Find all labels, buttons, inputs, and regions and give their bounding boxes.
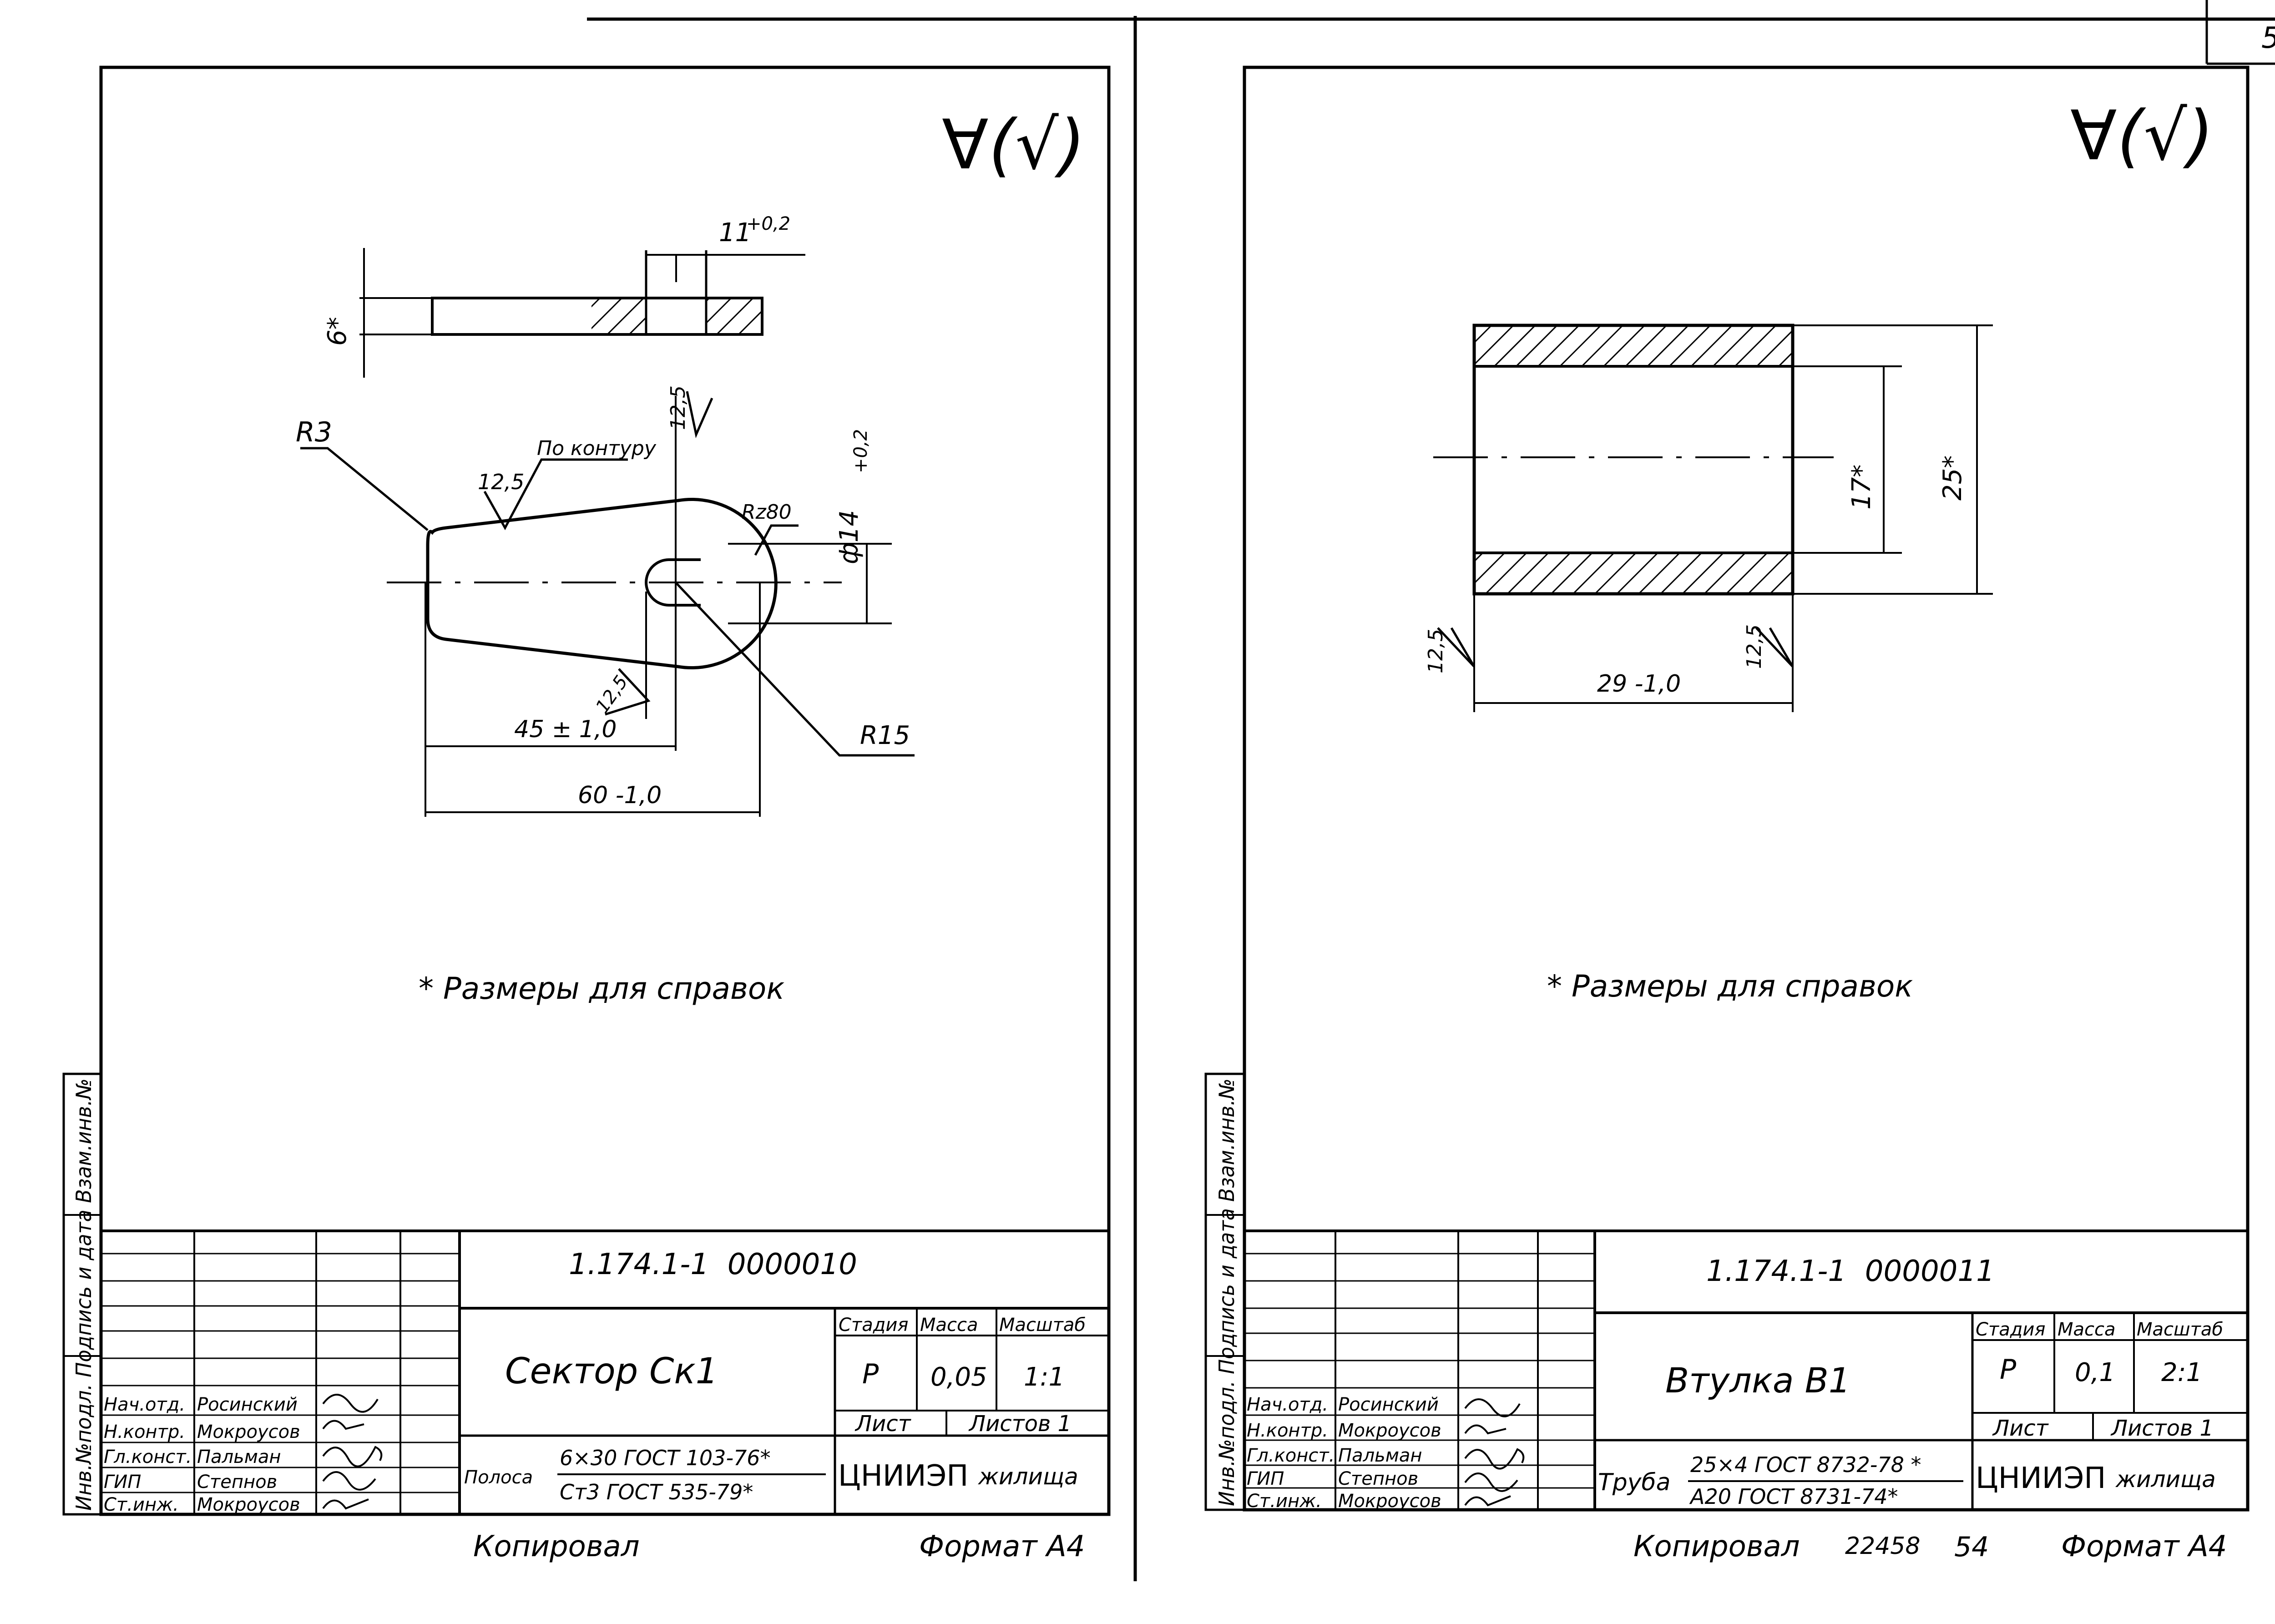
- left-part-name: Сектор Ск1: [505, 1351, 718, 1392]
- right-org-rest: жилища: [2115, 1466, 2216, 1492]
- left-row-name: Росинский: [197, 1394, 298, 1415]
- left-side-label: Инв.№подл. Подпись и дата Взам.инв.№: [71, 1078, 96, 1511]
- right-stage: Р: [2000, 1354, 2017, 1386]
- bushing-section: 17* 25* 29 -1,0 12,5 12,5: [1424, 324, 1993, 712]
- dim-inner-d: 17*: [1847, 465, 1876, 510]
- rough-hole-vert: 12,5: [667, 385, 690, 430]
- left-col-mass: Масса: [920, 1315, 978, 1336]
- right-row-name: Пальман: [1338, 1445, 1422, 1466]
- right-material-bottom: А20 ГОСТ 8731-74*: [1689, 1484, 1898, 1509]
- left-row-name: Мокроусов: [197, 1422, 300, 1442]
- right-copy-page: 54: [1954, 1531, 1989, 1563]
- right-part-name: Втулка В1: [1665, 1360, 1850, 1401]
- right-frame: [1243, 66, 2250, 1512]
- right-row-name: Мокроусов: [1338, 1420, 1441, 1441]
- left-sheet: Инв.№подл. Подпись и дата Взам.инв.№ ∀(√…: [62, 66, 1111, 1563]
- sheet-edges: [587, 0, 2275, 1581]
- left-row-name: Мокроусов: [197, 1494, 300, 1515]
- left-col-stage: Стадия: [839, 1315, 908, 1336]
- right-row-role: Н.контр.: [1247, 1420, 1328, 1441]
- right-note: * Размеры для справок: [1547, 969, 1913, 1004]
- left-mass: 0,05: [930, 1362, 987, 1392]
- right-material-prefix: Труба: [1598, 1469, 1670, 1496]
- left-org-rest: жилища: [978, 1463, 1078, 1490]
- right-material-top: 25×4 ГОСТ 8732-78 *: [1690, 1452, 1921, 1477]
- dim-len45: 45 ± 1,0: [514, 716, 617, 743]
- right-mass: 0,1: [2075, 1358, 2115, 1387]
- left-copied-by: Копировал: [473, 1530, 640, 1563]
- left-sheet-label: Лист: [854, 1411, 912, 1437]
- right-roughness-symbol: ∀(√): [2070, 96, 2214, 176]
- left-material-prefix: Полоса: [464, 1467, 533, 1488]
- dim-hole-width-tol: +0,2: [746, 213, 790, 234]
- left-stage: Р: [862, 1358, 879, 1390]
- left-title-block: 1.174.1-1 0000010 Сектор Ск1 Стадия Масс…: [101, 1229, 1109, 1515]
- left-side-stamp: Инв.№подл. Подпись и дата Взам.инв.№: [62, 1073, 102, 1516]
- right-col-scale: Масштаб: [2137, 1319, 2223, 1340]
- rough-left-end: 12,5: [1424, 629, 1447, 673]
- left-scale: 1:1: [1024, 1362, 1065, 1392]
- right-row-role: ГИП: [1247, 1468, 1284, 1489]
- right-sheets-label: Листов 1: [2110, 1416, 2214, 1441]
- rough-inner: 12,5: [592, 672, 632, 717]
- left-signatures: [322, 1394, 383, 1510]
- right-row-role: Гл.конст.: [1247, 1445, 1335, 1466]
- left-row-role: Ст.инж.: [104, 1494, 179, 1515]
- left-roughness-symbol: ∀(√): [942, 106, 1085, 185]
- dim-outer-d: 25*: [1938, 455, 1967, 501]
- right-title-block: 1.174.1-1 0000011 Втулка В1 Стадия Масса…: [1244, 1229, 2248, 1512]
- dim-r3: R3: [296, 416, 332, 448]
- right-sheet-label: Лист: [1992, 1416, 2049, 1441]
- rough-contour-label: По контуру: [537, 437, 657, 460]
- right-format: Формат А4: [2061, 1530, 2227, 1563]
- left-row-role: Нач.отд.: [104, 1394, 185, 1415]
- right-copy-number: 22458: [1845, 1533, 1920, 1560]
- left-note: * Размеры для справок: [419, 971, 784, 1006]
- right-signatures: [1464, 1398, 1525, 1507]
- right-side-label: Инв.№подл. Подпись и дата Взам.инв.№: [1214, 1078, 1239, 1506]
- page-number: 53: [2261, 21, 2275, 55]
- dim-thickness: 6*: [323, 317, 352, 346]
- rough-rz80: Rz80: [742, 501, 792, 524]
- sector-front-view: ф14 +0,2 R3 R15 12,5 По контуру 12,5 Rz8…: [296, 385, 915, 817]
- left-sheets-label: Листов 1: [968, 1411, 1072, 1437]
- plate-top-view: 6* 11 +0,2: [323, 213, 805, 378]
- right-copied-by: Копировал: [1633, 1530, 1800, 1563]
- right-sheet: Инв.№подл. Подпись и дата Взам.инв.№ ∀(√…: [1204, 66, 2250, 1563]
- dim-diameter: ф14: [834, 510, 864, 564]
- right-row-name: Росинский: [1338, 1394, 1439, 1415]
- right-row-name: Мокроусов: [1338, 1491, 1441, 1512]
- left-row-role: Гл.конст.: [104, 1447, 192, 1467]
- dim-len60: 60 -1,0: [578, 782, 662, 809]
- left-row-role: ГИП: [104, 1472, 141, 1492]
- right-row-role: Ст.инж.: [1247, 1491, 1322, 1512]
- dim-r15: R15: [860, 721, 910, 750]
- right-org-bold: ЦНИИЭП: [1976, 1462, 2106, 1495]
- left-col-scale: Масштаб: [999, 1315, 1086, 1336]
- dim-diameter-tol: +0,2: [850, 429, 871, 473]
- right-col-stage: Стадия: [1976, 1319, 2045, 1340]
- right-row-role: Нач.отд.: [1247, 1394, 1328, 1415]
- right-col-mass: Масса: [2058, 1319, 2116, 1340]
- left-doc-number: 1.174.1-1 0000010: [569, 1248, 857, 1281]
- right-doc-number: 1.174.1-1 0000011: [1706, 1255, 1995, 1288]
- rough-contour-value: 12,5: [478, 470, 524, 494]
- right-side-stamp: Инв.№подл. Подпись и дата Взам.инв.№: [1204, 1073, 1246, 1511]
- left-row-name: Степнов: [197, 1472, 277, 1492]
- rough-right-end: 12,5: [1743, 624, 1766, 669]
- left-row-name: Пальман: [197, 1447, 281, 1467]
- dim-length: 29 -1,0: [1597, 670, 1681, 698]
- dim-hole-width: 11: [719, 218, 751, 248]
- left-frame: [99, 66, 1111, 1516]
- left-org-bold: ЦНИИЭП: [838, 1459, 968, 1493]
- left-row-role: Н.контр.: [104, 1422, 185, 1442]
- right-scale: 2:1: [2161, 1358, 2202, 1387]
- left-material-top: 6×30 ГОСТ 103-76*: [560, 1446, 771, 1470]
- left-format: Формат А4: [919, 1530, 1085, 1563]
- right-row-name: Степнов: [1338, 1468, 1418, 1489]
- left-material-bottom: Ст3 ГОСТ 535-79*: [560, 1480, 753, 1504]
